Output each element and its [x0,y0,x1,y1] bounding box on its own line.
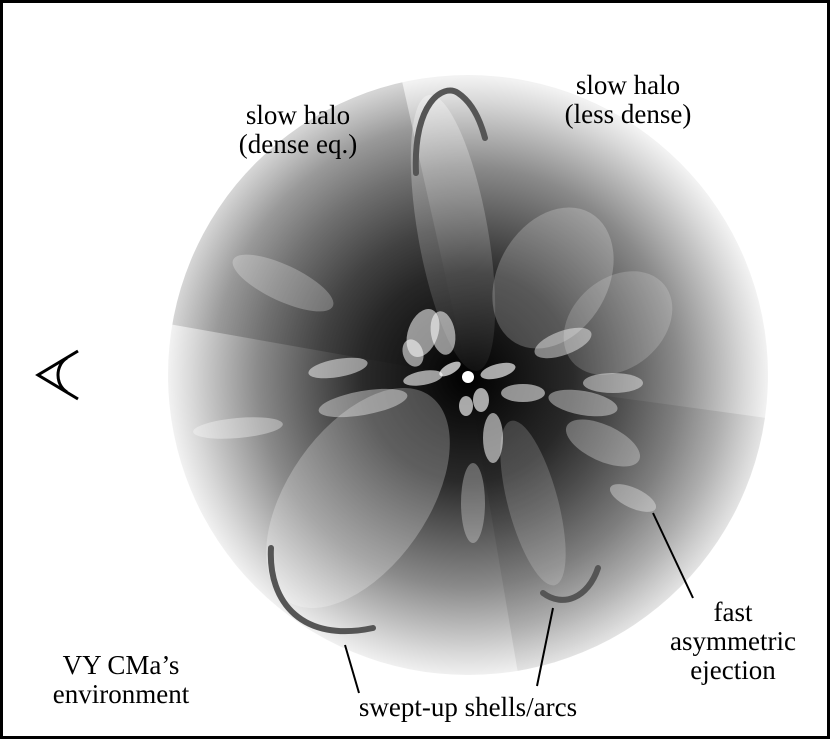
pointer-shell-right [536,607,554,687]
label-line: fast [713,597,753,627]
label-line: environment [52,679,190,709]
label-line: swept-up shells/arcs [358,692,578,722]
envelope-illustration [35,75,768,694]
label-line: (less dense) [564,99,692,129]
pointer-lines [344,512,694,694]
swept-up-arcs [267,87,601,635]
pointer-shell-left [344,644,360,694]
ejection-lobes [193,94,673,608]
star-icon [462,371,474,383]
eye-icon [35,349,79,401]
label-swept-up-shells: swept-up shells/arcs [303,693,633,722]
label-line: (dense eq.) [238,129,358,159]
label-slow-halo-dense: slow halo (dense eq.) [208,101,388,159]
label-environment: VY CMa’s environment [21,651,221,709]
pointer-fast-ejection [652,512,694,599]
arc-lower-right [540,565,601,603]
label-line: slow halo [575,70,681,100]
label-line: ejection [690,655,776,685]
label-slow-halo-less-dense: slow halo (less dense) [533,71,723,129]
arc-top [412,87,488,176]
label-line: asymmetric [670,626,796,656]
label-line: slow halo [245,100,351,130]
label-fast-ejection: fast asymmetric ejection [658,598,808,685]
label-line: VY CMa’s [62,650,180,680]
arc-lower-left [267,545,376,635]
